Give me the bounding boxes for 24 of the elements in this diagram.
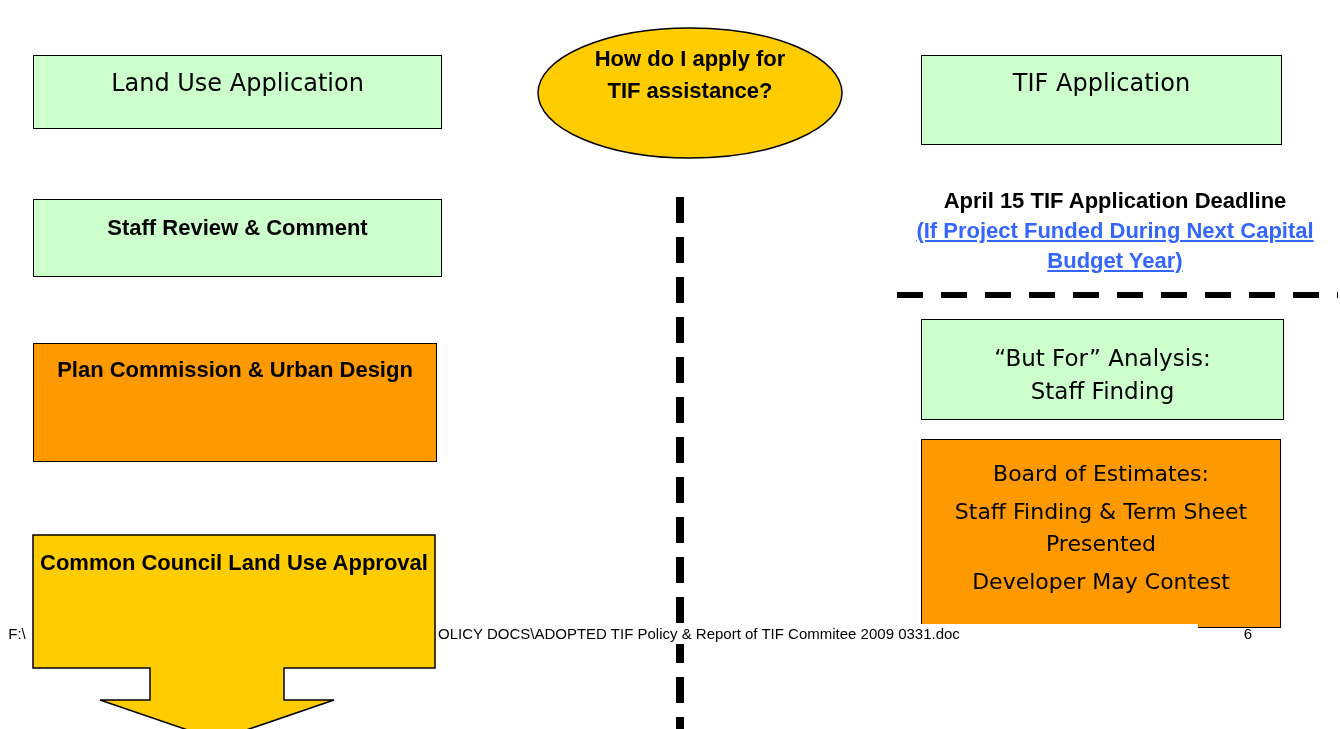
node-text: How do I apply for TIF assistance? (593, 45, 787, 105)
node-text: Land Use Application (111, 68, 364, 99)
node-text: Plan Commission & Urban Design (57, 356, 413, 384)
process-box (33, 199, 442, 277)
process-box (921, 55, 1282, 145)
node-text: Board of Estimates: (993, 460, 1209, 488)
page-number: 6 (1242, 624, 1254, 644)
node-text: “But For” Analysis: (994, 344, 1211, 373)
process-box (33, 55, 442, 129)
process-box (921, 319, 1284, 420)
node-text: Common Council Land Use Approval (40, 549, 428, 577)
footer-text: F:\ (7, 624, 27, 644)
footer-text: OLICY DOCS\ADOPTED TIF Policy & Report of TIF Commitee 2009 0331.doc (438, 624, 1198, 645)
node-text: TIF Application (1012, 68, 1191, 99)
question-ellipse (537, 27, 843, 159)
link-text: (If Project Funded During Next Capital Budget Year) (915, 217, 1315, 275)
deadline-note: April 15 TIF Application Deadline (942, 187, 1288, 215)
node-text: Staff Review & Comment (107, 214, 368, 242)
process-box (33, 343, 437, 462)
node-text: Staff Finding (1030, 377, 1175, 407)
process-box (921, 439, 1281, 628)
block-arrow (33, 535, 435, 729)
node-text: Staff Finding & Term Sheet Presented (953, 497, 1249, 558)
node-text: Developer May Contest (972, 567, 1230, 596)
